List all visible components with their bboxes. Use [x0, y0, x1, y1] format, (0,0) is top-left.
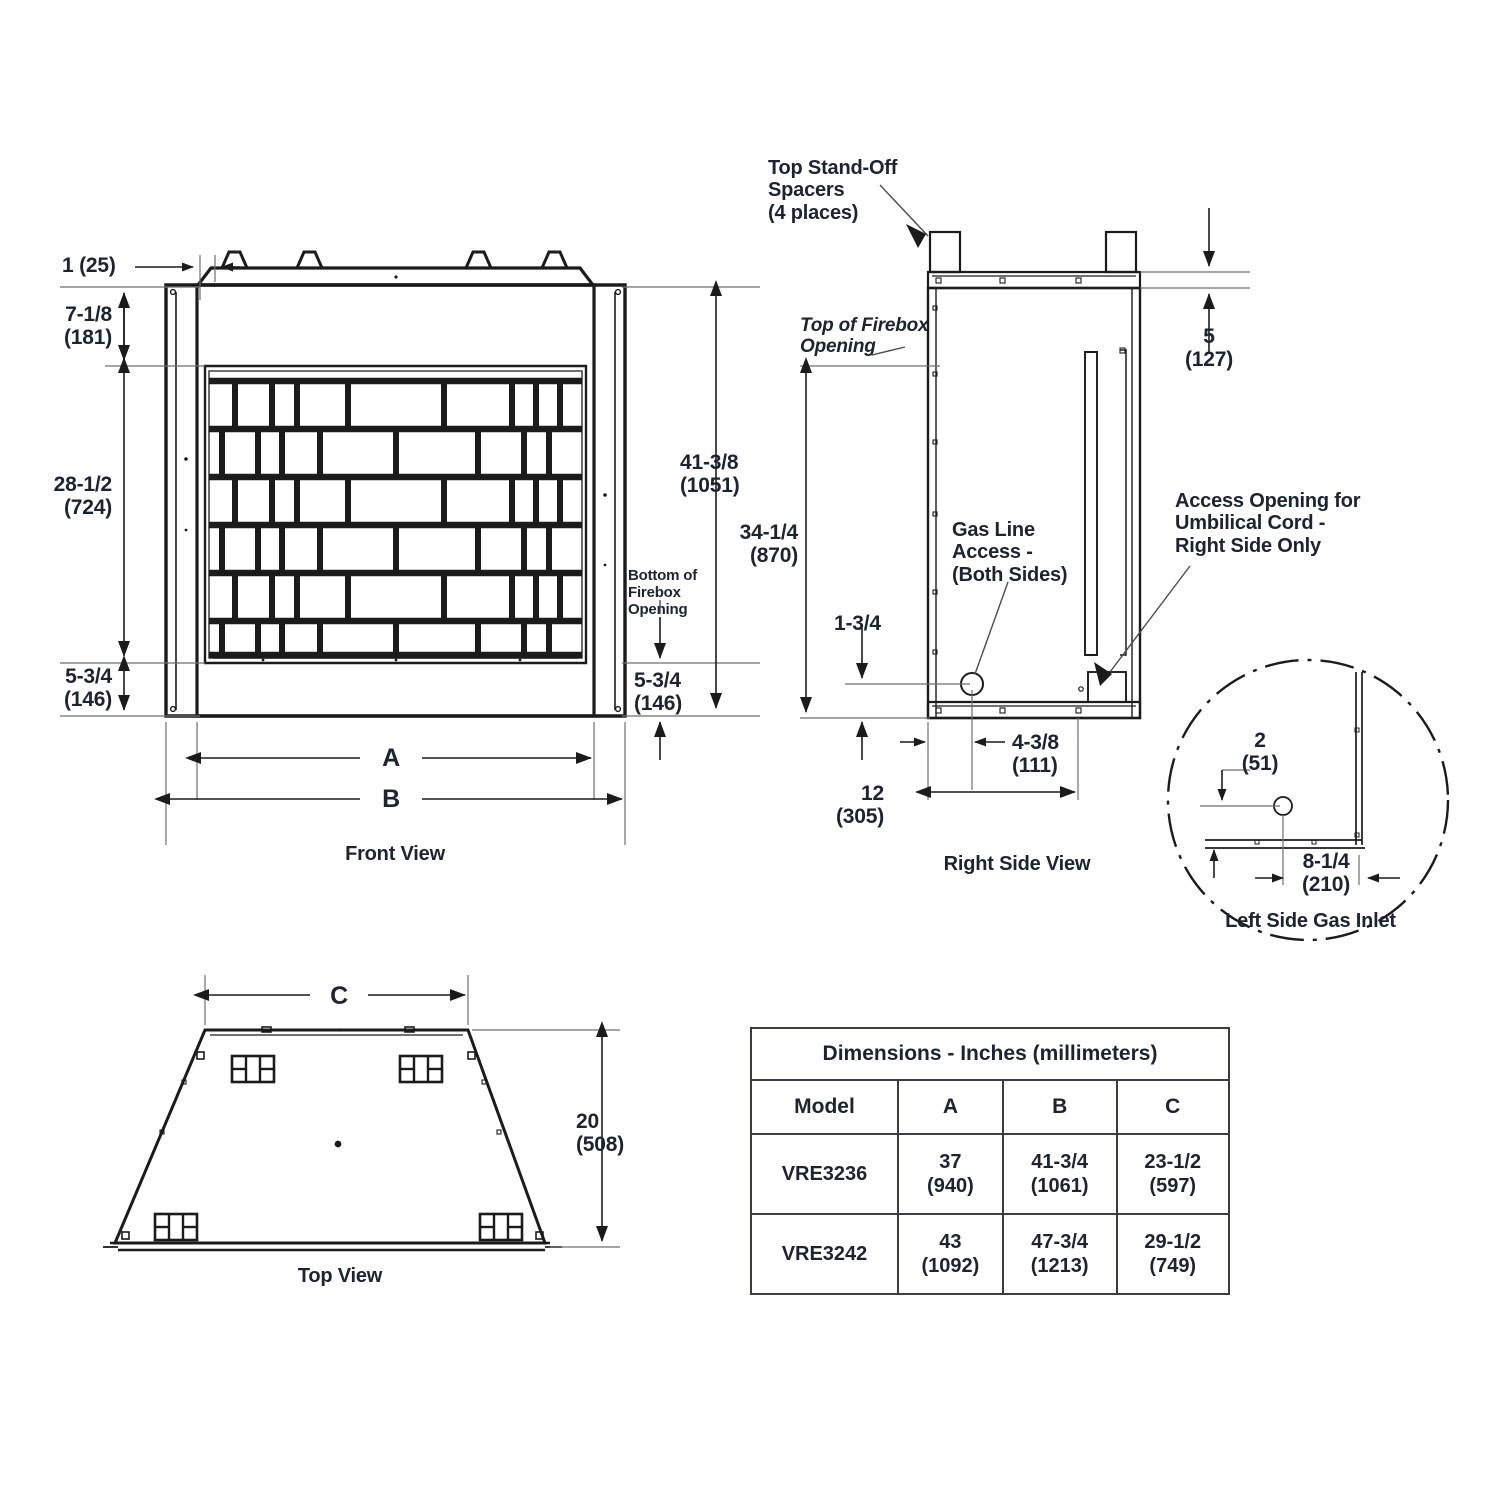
firebox-top-height-dim-mm: (870): [749, 544, 798, 567]
front-top-offset-dim: 1 (25): [62, 254, 116, 277]
umbilical-arrowhead: [1094, 662, 1112, 686]
table-cell-model: VRE3242: [750, 1213, 899, 1295]
table-col-a: A: [897, 1079, 1004, 1135]
front-top-to-firebox-dim-inches: 7-1/8: [65, 303, 112, 326]
front-overall-height-dim-inches: 41-3/8: [680, 451, 739, 474]
front-view-title: Front View: [345, 843, 445, 865]
table-col-model: Model: [750, 1079, 899, 1135]
value-inches: 43: [939, 1230, 962, 1253]
bottom-of-firebox-callout: Bottom of Firebox Opening: [628, 567, 698, 618]
value-inches: 37: [939, 1150, 962, 1173]
front-width-a-label: A: [382, 744, 400, 772]
value-mm: (940): [927, 1175, 974, 1197]
front-firebox-height-dim-inches: 28-1/2: [53, 473, 113, 496]
front-bottom-right-dim-inches: 5-3/4: [634, 669, 681, 692]
front-top-to-firebox-dim-mm: (181): [63, 326, 112, 349]
table-cell-a: 37 (940): [897, 1133, 1004, 1215]
table-cell-b: 41-3/4 (1061): [1001, 1133, 1118, 1215]
table-title: Dimensions - Inches (millimeters): [750, 1027, 1230, 1081]
gas-line-leader: [974, 581, 1009, 675]
value-inches: 29-1/2: [1144, 1230, 1202, 1253]
table-row: VRE3236 37 (940) 41-3/4 (1061) 23-1/2 (5…: [750, 1133, 1231, 1215]
table-row: VRE3242 43 (1092) 47-3/4 (1213) 29-1/2 (…: [750, 1213, 1231, 1295]
right-side-view-geometry: [926, 230, 1142, 720]
top-view-geometry: [103, 1026, 562, 1252]
top-depth-dim-mm: (508): [576, 1133, 625, 1156]
value-inches: 23-1/2: [1144, 1150, 1202, 1173]
front-bottom-left-dim-inches: 5-3/4: [65, 665, 112, 688]
detail-horizontal-dim-mm: (210): [1301, 873, 1351, 896]
front-view-geometry: [164, 250, 627, 718]
table-cell-c: 29-1/2 (749): [1115, 1213, 1231, 1295]
front-overall-height-dim-mm: (1051): [680, 474, 740, 497]
umbilical-cord-callout: Access Opening for Umbilical Cord - Righ…: [1175, 490, 1361, 557]
top-width-c-label: C: [330, 982, 348, 1010]
front-firebox-height-dim-mm: (724): [63, 496, 112, 519]
top-standoff-callout: Top Stand-Off Spacers (4 places): [768, 157, 898, 224]
value-mm: (1092): [921, 1255, 980, 1277]
table-header-row: Model A B C: [750, 1079, 1231, 1135]
table-cell-a: 43 (1092): [897, 1213, 1004, 1295]
gas-line-access-callout: Gas Line Access - (Both Sides): [952, 519, 1068, 586]
value-mm: (749): [1149, 1255, 1197, 1277]
standoff-leader: [879, 184, 929, 237]
detail-horizontal-dim-inches: 8-1/4: [1302, 850, 1350, 873]
top-of-firebox-callout: Top of Firebox Opening: [800, 315, 929, 358]
firebox-top-height-dim-inches: 34-1/4: [739, 521, 799, 544]
value-inches: 41-3/4: [1031, 1150, 1089, 1173]
table-col-b: B: [1001, 1079, 1118, 1135]
gas-line-offset-dim-mm: (111): [1012, 754, 1058, 777]
detail-view-title: Left Side Gas Inlet: [1225, 910, 1396, 932]
front-view-dimension-lines: [60, 255, 760, 845]
table-cell-c: 23-1/2 (597): [1115, 1133, 1231, 1215]
right-side-view-title: Right Side View: [943, 853, 1091, 875]
top-depth-dim-inches: 20: [576, 1110, 599, 1133]
gas-line-offset-dim-inches: 4-3/8: [1012, 731, 1059, 754]
side-depth-dim-mm: (305): [835, 805, 884, 828]
value-mm: (1061): [1030, 1175, 1089, 1197]
standoff-height-dim-inches: 5: [1203, 325, 1215, 348]
value-mm: (1213): [1030, 1255, 1089, 1277]
detail-vertical-dim-inches: 2: [1254, 729, 1266, 752]
standoff-height-dim-mm: (127): [1184, 348, 1234, 371]
standoff-arrowhead: [906, 224, 926, 248]
detail-vertical-dim-mm: (51): [1241, 752, 1279, 775]
front-bottom-left-dim-mm: (146): [63, 688, 112, 711]
front-width-b-label: B: [382, 785, 400, 813]
value-inches: 47-3/4: [1031, 1230, 1089, 1253]
umbilical-leader: [1109, 565, 1191, 673]
gas-line-height-dim: 1-3/4: [834, 612, 881, 635]
table-title-row: Dimensions - Inches (millimeters): [750, 1027, 1230, 1081]
top-view-title: Top View: [297, 1265, 383, 1287]
value-mm: (597): [1149, 1175, 1197, 1197]
table-cell-b: 47-3/4 (1213): [1001, 1213, 1118, 1295]
front-bottom-right-dim-mm: (146): [634, 692, 683, 715]
table-cell-model: VRE3236: [750, 1133, 899, 1215]
side-depth-dim-inches: 12: [861, 782, 884, 805]
table-col-c: C: [1115, 1079, 1231, 1135]
dimensions-table: Dimensions - Inches (millimeters) Model …: [750, 1027, 1231, 1295]
